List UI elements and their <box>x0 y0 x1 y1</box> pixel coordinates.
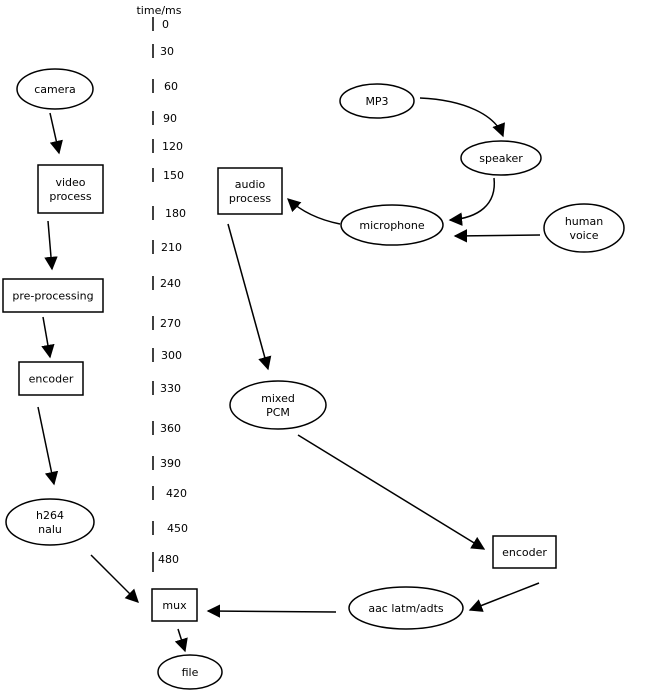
node-label: speaker <box>479 152 523 165</box>
timeline-tick-label: 330 <box>160 382 181 395</box>
node-ellipse <box>460 140 542 176</box>
node-label: PCM <box>266 406 290 419</box>
node-label: process <box>49 190 92 203</box>
node-camera: camera <box>16 68 94 110</box>
edge-prep-to-vencoder <box>41 316 55 359</box>
node-mux: mux <box>151 588 198 622</box>
node-ellipse <box>5 498 95 546</box>
timeline: time/ms 0 30 60 90 120 150 180 210 240 270 300 330 3… <box>136 4 188 572</box>
edge-audio-to-pcm <box>227 223 272 371</box>
node-vencoder: encoder <box>18 361 84 396</box>
node-aencoder: encoder <box>492 535 557 569</box>
timeline-title: time/ms <box>136 4 181 17</box>
node-aac: aac latm/adts <box>348 586 464 630</box>
node-label: encoder <box>29 373 74 386</box>
node-ellipse <box>348 586 464 630</box>
nodes: cameravideoprocesspre-processingencoderh… <box>2 68 625 690</box>
node-label: mixed <box>261 392 295 405</box>
timeline-tick-label: 420 <box>166 487 187 500</box>
node-box <box>37 164 104 214</box>
timeline-tick-label: 90 <box>163 112 177 125</box>
node-box <box>18 361 84 396</box>
node-box <box>217 167 283 215</box>
node-label: nalu <box>38 523 62 536</box>
timeline-tick-label: 120 <box>162 140 183 153</box>
node-prep: pre-processing <box>2 278 104 313</box>
timeline-tick-label: 180 <box>165 207 186 220</box>
node-label: camera <box>34 83 76 96</box>
node-ellipse <box>229 380 327 430</box>
node-file: file <box>157 654 223 690</box>
timeline-tick-label: 300 <box>161 349 182 362</box>
node-label: file <box>182 666 199 679</box>
edge-vencoder-to-h264 <box>37 406 59 486</box>
edge-h264-to-mux <box>90 554 139 603</box>
node-ellipse <box>16 68 94 110</box>
timeline-tick-label: 270 <box>160 317 181 330</box>
edge-camera-to-video <box>49 112 63 155</box>
node-label: process <box>229 192 272 205</box>
node-label: mux <box>162 599 187 612</box>
node-microphone: microphone <box>340 204 444 246</box>
timeline-tick-label: 360 <box>160 422 181 435</box>
node-ellipse <box>340 204 444 246</box>
timeline-tick-label: 60 <box>164 80 178 93</box>
node-speaker: speaker <box>460 140 542 176</box>
edge-human-to-microphone <box>453 229 541 243</box>
node-label: h264 <box>36 509 64 522</box>
node-label: pre-processing <box>12 290 93 303</box>
timeline-tick-label: 390 <box>160 457 181 470</box>
node-label: audio <box>235 178 266 191</box>
node-ellipse <box>339 83 415 119</box>
node-box <box>492 535 557 569</box>
timeline-tick-label: 150 <box>163 169 184 182</box>
node-mp3: MP3 <box>339 83 415 119</box>
node-label: encoder <box>502 546 547 559</box>
node-box <box>2 278 104 313</box>
node-ellipse <box>543 203 625 253</box>
timeline-tick-label: 480 <box>158 553 179 566</box>
node-label: microphone <box>359 219 424 232</box>
edge-microphone-to-audio <box>287 198 341 225</box>
edge-pcm-to-aencoder <box>297 434 486 550</box>
edge-mux-to-file <box>174 628 188 653</box>
edge-aencoder-to-aac <box>468 582 540 612</box>
node-label: aac latm/adts <box>368 602 444 615</box>
edge-video-to-prep <box>44 220 58 271</box>
node-label: human <box>565 215 603 228</box>
timeline-tick-label: 240 <box>160 277 181 290</box>
edge-aac-to-mux <box>206 604 337 618</box>
timeline-tick-label: 0 <box>162 18 169 31</box>
node-ellipse <box>157 654 223 690</box>
timeline-tick-label: 450 <box>167 522 188 535</box>
node-box <box>151 588 198 622</box>
edge-speaker-to-microphone <box>448 177 495 226</box>
edge-mp3-to-speaker <box>419 97 505 138</box>
node-label: voice <box>569 229 598 242</box>
timeline-tick-label: 210 <box>161 241 182 254</box>
timeline-tick-label: 30 <box>160 45 174 58</box>
timeline-ticks: 0 30 60 90 120 150 180 210 240 270 300 330 360 390 420… <box>152 17 188 572</box>
node-label: video <box>55 176 85 189</box>
node-label: MP3 <box>365 95 388 108</box>
edges <box>37 97 541 653</box>
